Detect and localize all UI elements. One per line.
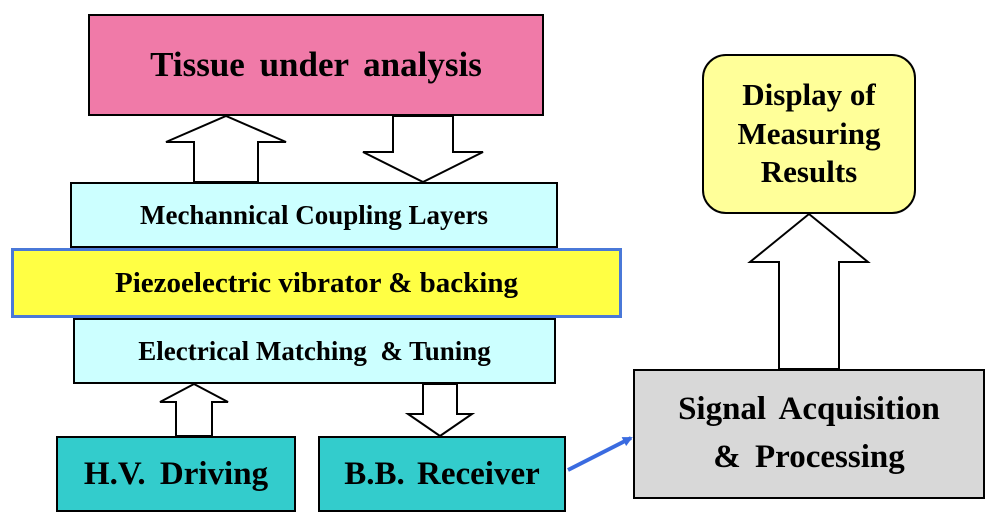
signal-label-line2: & Processing (713, 439, 905, 475)
up-arrow-from-driving (159, 382, 229, 437)
display-label-line2: Measuring (737, 115, 881, 151)
bb-receiver-label: B.B. Receiver (344, 455, 540, 492)
signal-acquisition-box: Signal Acquisition & Processing (633, 369, 985, 499)
piezoelectric-vibrator-box: Piezoelectric vibrator & backing (11, 248, 622, 318)
down-arrow-to-receiver (404, 383, 476, 438)
signal-label-line1: Signal Acquisition (678, 391, 940, 428)
mechanical-coupling-label: Mechannical Coupling Layers (139, 199, 489, 230)
electrical-matching-box: Electrical Matching & Tuning (73, 318, 556, 384)
electrical-matching-label: Electrical Matching & Tuning (138, 335, 491, 366)
tissue-under-analysis-box: Tissue under analysis (88, 14, 544, 116)
display-label-line3: Results (760, 154, 858, 190)
display-label-line1: Display of (742, 76, 876, 112)
hv-driving-label: H.V. Driving (83, 455, 269, 492)
up-arrow-to-display (747, 212, 871, 370)
piezo-label: Piezoelectric vibrator & backing (115, 266, 518, 299)
receiver-to-signal-connector (567, 436, 633, 472)
bb-receiver-box: B.B. Receiver (318, 436, 566, 512)
tissue-label: Tissue under analysis (150, 45, 482, 84)
mechanical-coupling-layers-box: Mechannical Coupling Layers (70, 182, 558, 248)
hv-driving-box: H.V. Driving (56, 436, 296, 512)
down-arrow-from-tissue (362, 115, 484, 184)
up-arrow-to-tissue (165, 114, 287, 183)
display-results-box: Display of Measuring Results (702, 54, 916, 214)
